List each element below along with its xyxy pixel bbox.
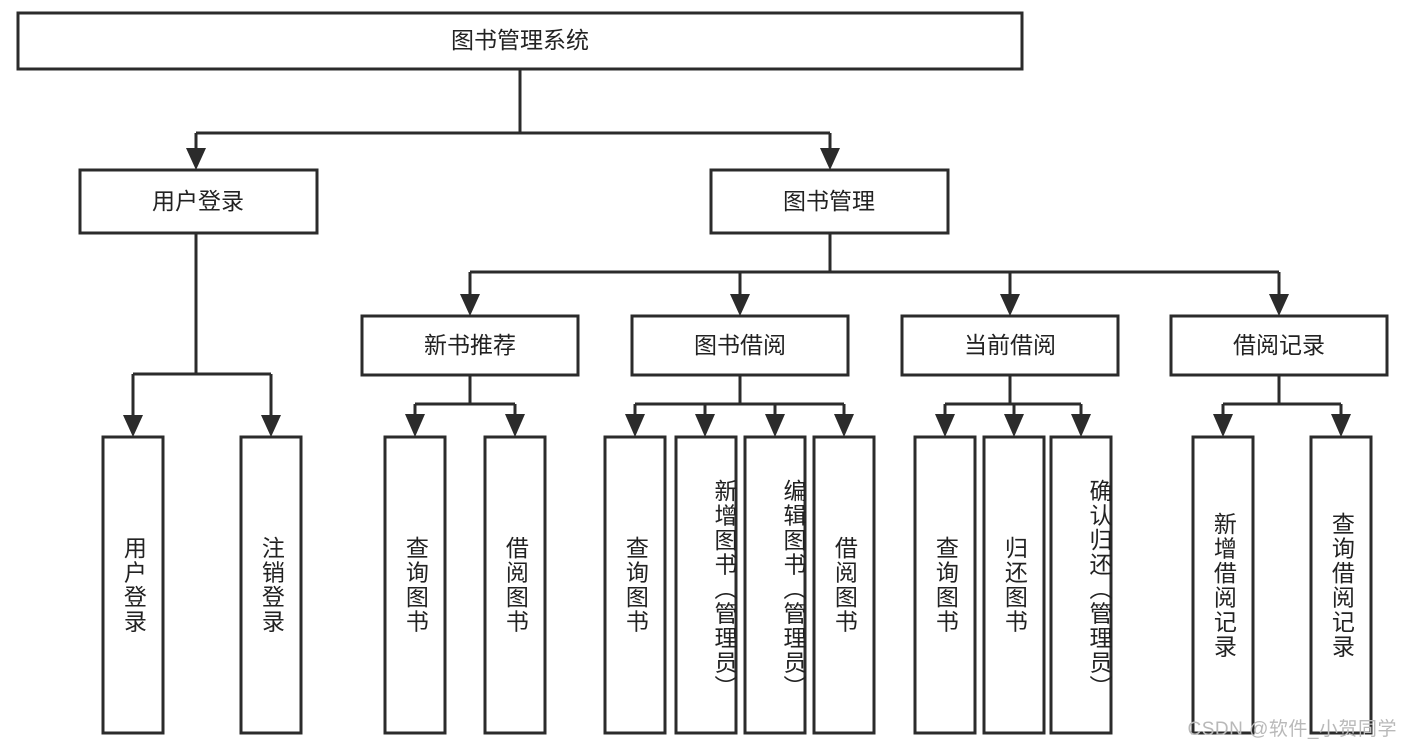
node-leaf-borrow-book-2[interactable] — [812, 435, 876, 735]
node-leaf-query-book-3[interactable] — [913, 435, 977, 735]
node-leaf-query-record[interactable] — [1309, 435, 1373, 735]
node-leaf-confirm-return[interactable] — [1049, 435, 1113, 735]
csdn-watermark: CSDN @软件_小贺同学 — [1187, 719, 1397, 740]
node-book-manage-label: 图书管理 — [783, 188, 875, 214]
node-leaf-add-book[interactable] — [674, 435, 738, 735]
connector-userlogin-to-leaves — [123, 233, 281, 437]
node-borrow-record-label: 借阅记录 — [1233, 332, 1325, 358]
connector-root-to-level2 — [186, 69, 840, 170]
connector-currentborrow-to-leaves — [935, 375, 1091, 437]
node-leaf-user-login[interactable] — [101, 435, 165, 735]
node-new-book-recommend[interactable]: 新书推荐 — [360, 314, 580, 377]
node-root-label: 图书管理系统 — [451, 27, 589, 53]
node-leaf-query-book-2[interactable] — [603, 435, 667, 735]
connector-bookmanage-to-level3 — [460, 233, 1289, 316]
node-borrow-record[interactable]: 借阅记录 — [1169, 314, 1389, 377]
node-leaf-return-book[interactable] — [982, 435, 1046, 735]
node-leaf-query-book-1[interactable] — [383, 435, 447, 735]
node-leaf-borrow-book-1[interactable] — [483, 435, 547, 735]
node-new-book-recommend-label: 新书推荐 — [424, 332, 516, 358]
node-root[interactable]: 图书管理系统 — [16, 11, 1024, 71]
node-leaf-user-logout[interactable] — [239, 435, 303, 735]
node-book-manage[interactable]: 图书管理 — [709, 168, 950, 235]
node-current-borrow-label: 当前借阅 — [964, 332, 1056, 358]
node-book-borrow-label: 图书借阅 — [694, 332, 786, 358]
node-user-login[interactable]: 用户登录 — [78, 168, 319, 235]
connector-borrowrecord-to-leaves — [1213, 375, 1351, 437]
node-current-borrow[interactable]: 当前借阅 — [900, 314, 1120, 377]
node-user-login-label: 用户登录 — [152, 188, 244, 214]
node-leaf-add-record[interactable] — [1191, 435, 1255, 735]
node-book-borrow[interactable]: 图书借阅 — [630, 314, 850, 377]
node-leaf-edit-book[interactable] — [743, 435, 807, 735]
connector-newbook-to-leaves — [405, 375, 525, 437]
connector-bookborrow-to-leaves — [625, 375, 854, 437]
